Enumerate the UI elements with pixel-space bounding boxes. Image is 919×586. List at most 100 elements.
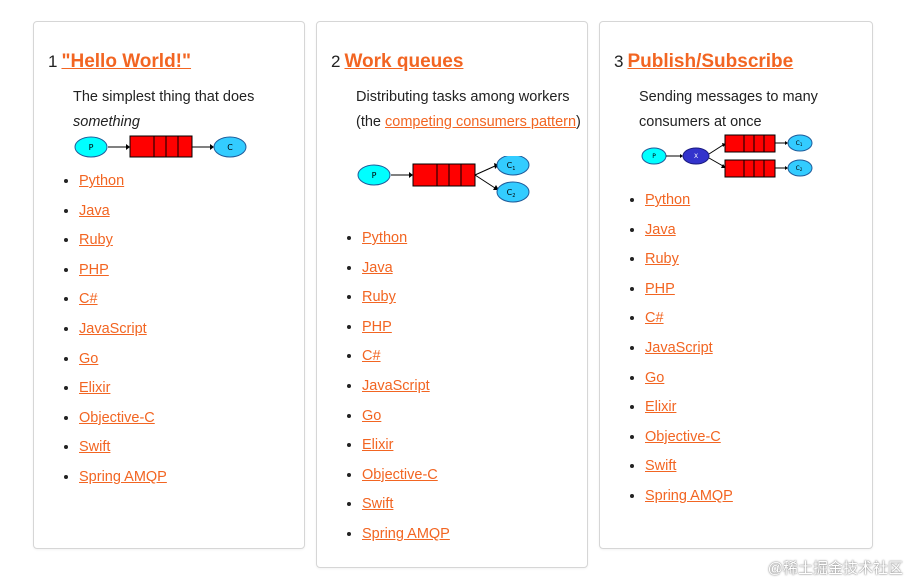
work-queues-diagram: P C1 C2 <box>357 156 530 203</box>
list-item: PHP <box>79 260 167 290</box>
language-link-spring-amqp[interactable]: Spring AMQP <box>645 487 733 504</box>
arrow-head <box>785 141 788 145</box>
language-link-python[interactable]: Python <box>362 230 408 246</box>
list-item: Spring AMQP <box>362 524 450 554</box>
language-link-go[interactable]: Go <box>362 407 382 424</box>
language-link-swift[interactable]: Swift <box>362 496 394 513</box>
watermark: @稀土掘金技术社区 <box>767 560 903 577</box>
language-link-swift[interactable]: Swift <box>79 439 111 456</box>
queue <box>412 163 476 187</box>
list-item: Swift <box>79 437 167 467</box>
consumer-1-node <box>787 134 813 152</box>
list-item: Objective-C <box>79 408 167 438</box>
list-item: Java <box>79 201 167 231</box>
publish-subscribe-diagram: P X C1 C2 <box>641 134 813 178</box>
tutorial-number: 1 <box>48 52 58 71</box>
list-item: JavaScript <box>79 319 167 349</box>
tutorial-card-hello-world: 1"Hello World!" The simplest thing that … <box>33 21 305 549</box>
language-link-objective-c[interactable]: Objective-C <box>79 409 155 426</box>
language-link-java[interactable]: Java <box>79 202 110 219</box>
tutorial-title-link[interactable]: "Hello World!" <box>61 51 192 72</box>
card-title: 1"Hello World!" <box>48 51 191 73</box>
language-link-java[interactable]: Java <box>362 259 393 276</box>
language-link-spring-amqp[interactable]: Spring AMQP <box>79 468 167 485</box>
hello-world-diagram: P C <box>74 135 247 158</box>
list-item: Go <box>645 368 733 398</box>
queue-1 <box>724 134 776 153</box>
language-link-elixir[interactable]: Elixir <box>645 399 677 416</box>
language-link-javascript[interactable]: JavaScript <box>362 377 430 394</box>
tutorial-description: Sending messages to many consumers at on… <box>639 85 864 134</box>
language-link-php[interactable]: PHP <box>79 261 109 278</box>
language-link-elixir[interactable]: Elixir <box>362 437 394 454</box>
consumer-1-node <box>496 156 530 176</box>
exchange-label: X <box>694 153 698 160</box>
list-item: Python <box>645 190 733 220</box>
arrow-head <box>409 172 413 178</box>
list-item: Java <box>362 258 450 288</box>
list-item: Spring AMQP <box>645 486 733 516</box>
language-link-ruby[interactable]: Ruby <box>645 251 679 268</box>
description-end: ) <box>576 113 581 130</box>
language-link-objective-c[interactable]: Objective-C <box>645 428 721 445</box>
producer-label: P <box>89 143 94 152</box>
tutorial-number: 2 <box>331 52 341 71</box>
consumer-1-label: C1 <box>507 161 516 172</box>
consumer-node <box>213 136 247 158</box>
language-link-go[interactable]: Go <box>645 369 665 386</box>
language-link-go[interactable]: Go <box>79 350 99 367</box>
tutorial-description: Distributing tasks among workers (the co… <box>356 85 581 134</box>
description-text: Sending messages to many consumers at on… <box>639 89 818 130</box>
description-text: The simplest thing that does <box>73 89 255 105</box>
list-item: Spring AMQP <box>79 467 167 497</box>
tutorial-title-link[interactable]: Work queues <box>344 51 464 72</box>
language-link-php[interactable]: PHP <box>645 280 675 297</box>
language-link-javascript[interactable]: JavaScript <box>645 339 713 356</box>
consumer-2-node <box>787 159 813 177</box>
language-link-swift[interactable]: Swift <box>645 458 677 475</box>
arrow <box>474 174 496 189</box>
list-item: Elixir <box>362 435 450 465</box>
language-link-csharp[interactable]: C# <box>362 348 381 365</box>
tutorial-number: 3 <box>614 52 624 71</box>
list-item: C# <box>645 308 733 338</box>
language-list: Python Java Ruby PHP C# JavaScript Go El… <box>34 171 167 497</box>
language-link-java[interactable]: Java <box>645 221 676 238</box>
language-link-python[interactable]: Python <box>645 192 691 208</box>
list-item: Objective-C <box>362 465 450 495</box>
consumer-label: C <box>227 143 233 152</box>
language-list: Python Java Ruby PHP C# JavaScript Go El… <box>600 190 733 516</box>
language-link-python[interactable]: Python <box>79 173 125 189</box>
description-text: Distributing tasks among workers (the <box>356 89 570 130</box>
list-item: Go <box>362 406 450 436</box>
arrow <box>708 157 724 167</box>
language-link-csharp[interactable]: C# <box>645 310 664 327</box>
tutorial-title-link[interactable]: Publish/Subscribe <box>627 51 794 72</box>
language-link-ruby[interactable]: Ruby <box>362 289 396 306</box>
language-link-objective-c[interactable]: Objective-C <box>362 466 438 483</box>
list-item: C# <box>79 289 167 319</box>
language-link-php[interactable]: PHP <box>362 318 392 335</box>
list-item: Swift <box>645 456 733 486</box>
list-item: Ruby <box>79 230 167 260</box>
language-link-ruby[interactable]: Ruby <box>79 232 113 249</box>
arrow-head <box>785 166 788 170</box>
list-item: C# <box>362 346 450 376</box>
language-link-elixir[interactable]: Elixir <box>79 380 111 397</box>
language-link-csharp[interactable]: C# <box>79 291 98 308</box>
list-item: Java <box>645 220 733 250</box>
language-link-spring-amqp[interactable]: Spring AMQP <box>362 525 450 542</box>
description-emphasis: something <box>73 113 140 130</box>
consumer-2-label: C2 <box>796 165 803 172</box>
consumer-2-label: C2 <box>507 188 516 199</box>
language-link-javascript[interactable]: JavaScript <box>79 320 147 337</box>
consumer-1-label: C1 <box>796 140 803 147</box>
competing-consumers-link[interactable]: competing consumers pattern <box>385 113 577 130</box>
producer-node <box>74 136 108 158</box>
arrow-head <box>680 154 683 158</box>
producer-label: P <box>652 153 656 160</box>
